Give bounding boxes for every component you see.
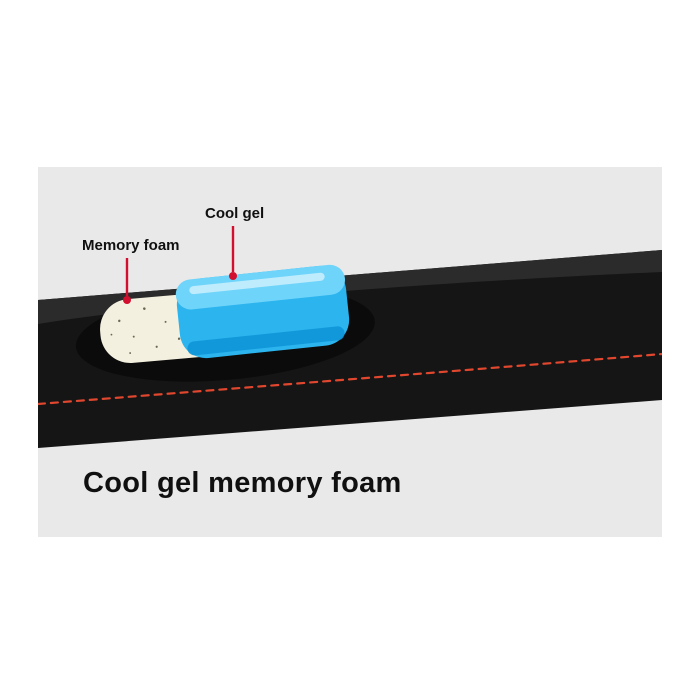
cool-gel-label: Cool gel [205, 205, 264, 222]
cool-gel-bottom-edge [187, 326, 345, 356]
stitching-line [38, 352, 662, 406]
caption: Cool gel memory foam [83, 467, 402, 499]
memory-foam-label: Memory foam [82, 237, 180, 254]
cool-gel-gloss-highlight [189, 272, 325, 295]
memory-foam-pointer-dot [123, 296, 131, 304]
cushion-top-surface [38, 250, 662, 324]
cool-gel-pointer-dot [229, 272, 237, 280]
cool-gel-layer [175, 264, 350, 359]
